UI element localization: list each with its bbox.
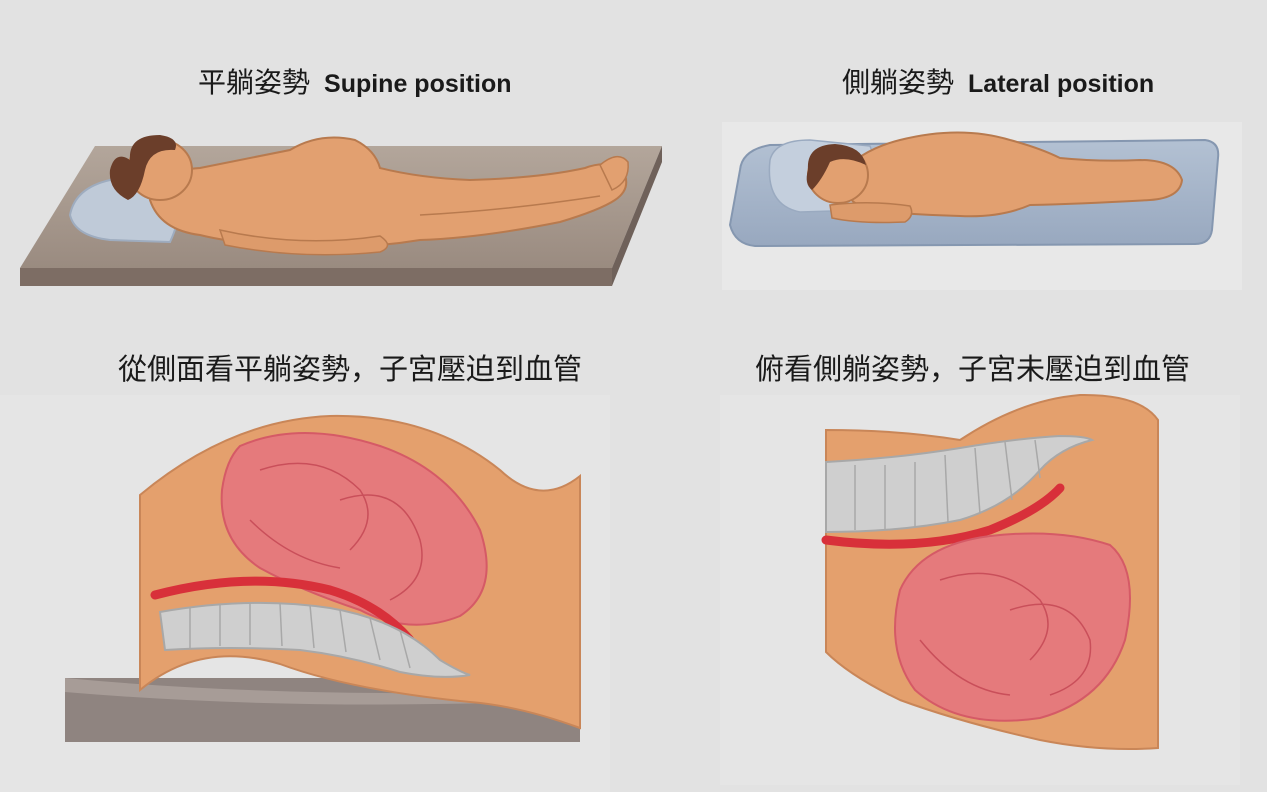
gray-mat-edge (20, 268, 612, 286)
top-spine (825, 434, 1095, 534)
caption-lateral-zh: 側躺姿勢 (842, 66, 955, 99)
supine-illustration (20, 135, 662, 286)
caption-side-view: 從側面看平躺姿勢，子宮壓迫到血管 (118, 352, 583, 386)
caption-supine-en: Supine position (324, 70, 512, 98)
caption-supine-position: 平躺姿勢 Supine position (198, 66, 512, 101)
caption-lateral-position: 側躺姿勢 Lateral position (842, 66, 1154, 101)
lateral-hair (806, 144, 866, 190)
side-spine (158, 601, 471, 678)
side-view-illustration (0, 395, 610, 792)
caption-supine-zh: 平躺姿勢 (198, 66, 311, 99)
caption-lateral-en: Lateral position (968, 70, 1155, 98)
supine-hair (109, 135, 176, 200)
top-view-illustration (720, 393, 1240, 785)
top-uterus (894, 532, 1131, 722)
side-blood-vessel (150, 576, 415, 645)
lateral-body (838, 131, 1184, 218)
caption-top-view: 俯看側躺姿勢，子宮未壓迫到血管 (755, 352, 1191, 386)
lateral-illustration (722, 122, 1242, 290)
side-uterus (220, 432, 488, 626)
top-blood-vessel (821, 483, 1065, 549)
